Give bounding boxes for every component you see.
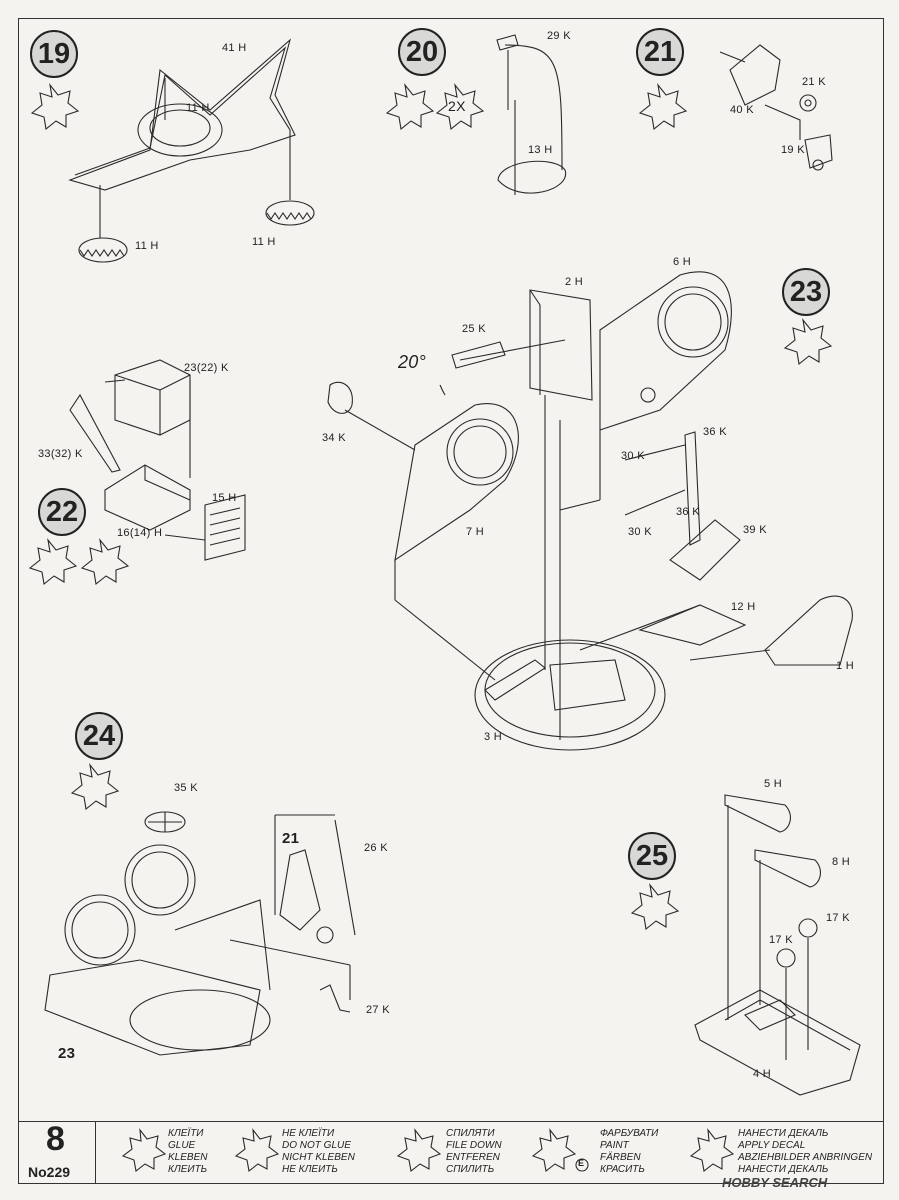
part-40k: 40 K xyxy=(730,104,754,116)
part-11h-right: 11 H xyxy=(252,236,276,248)
step-number-22: 22 xyxy=(38,488,86,536)
part-29k: 29 K xyxy=(547,30,571,42)
step22-box xyxy=(69,359,246,561)
part-27k: 27 K xyxy=(366,1004,390,1016)
page-number-box: 8 xyxy=(18,1120,96,1184)
part-16h: 16(14) H xyxy=(117,527,163,539)
ref-step-23-marker: 23 xyxy=(58,1045,76,1062)
part-36k-b: 36 K xyxy=(676,506,700,518)
part-3h: 3 H xyxy=(484,731,503,743)
glue-star-icons xyxy=(28,83,833,931)
kit-number: No229 xyxy=(28,1164,71,1180)
part-26k: 26 K xyxy=(364,842,388,854)
step-number-19: 19 xyxy=(30,30,78,78)
part-8h: 8 H xyxy=(832,856,851,868)
part-12h: 12 H xyxy=(731,601,756,613)
part-23k: 23(22) K xyxy=(184,362,229,374)
step19-star-frame xyxy=(68,38,315,263)
ref-step-21-marker: 21 xyxy=(282,830,300,847)
part-11h-top: 11 H xyxy=(186,102,210,114)
step24-assembly xyxy=(44,811,356,1056)
part-39k: 39 K xyxy=(743,524,767,536)
part-13h: 13 H xyxy=(528,144,553,156)
step23-main-assembly xyxy=(327,271,853,751)
part-41h: 41 H xyxy=(222,42,247,54)
step25-parts xyxy=(694,794,861,1096)
step20-parts xyxy=(496,34,567,195)
part-35k: 35 K xyxy=(174,782,198,794)
step-number-24: 24 xyxy=(75,712,123,760)
step21-parts xyxy=(719,44,833,171)
part-2h: 2 H xyxy=(565,276,584,288)
legend-icon-shapes xyxy=(121,1128,735,1172)
twox-marker: 2X xyxy=(448,98,466,114)
part-17k-b: 17 K xyxy=(769,934,793,946)
part-30k-b: 30 K xyxy=(628,526,652,538)
legend-bar xyxy=(18,1122,884,1184)
legend-paint-badge: E xyxy=(578,1158,585,1168)
step-number-25: 25 xyxy=(628,832,676,880)
part-36k-a: 36 K xyxy=(703,426,727,438)
part-7h: 7 H xyxy=(466,526,485,538)
step-number-20: 20 xyxy=(398,28,446,76)
part-1h: 1 H xyxy=(836,660,855,672)
part-17k-a: 17 K xyxy=(826,912,850,924)
part-11h-left: 11 H xyxy=(135,240,159,252)
part-30k-a: 30 K xyxy=(621,450,645,462)
page-frame xyxy=(18,18,884,1122)
part-34k: 34 K xyxy=(322,432,346,444)
watermark: HOBBY SEARCH xyxy=(722,1175,828,1190)
angle-label: 20° xyxy=(398,352,427,372)
part-5h: 5 H xyxy=(764,778,783,790)
part-21k: 21 K xyxy=(802,76,826,88)
step-number-21: 21 xyxy=(636,28,684,76)
part-19k: 19 K xyxy=(781,144,805,156)
page-number: 8 xyxy=(46,1120,65,1158)
step-number-23: 23 xyxy=(782,268,830,316)
part-4h: 4 H xyxy=(753,1068,772,1080)
part-25k: 25 K xyxy=(462,323,486,335)
part-15h: 15 H xyxy=(212,492,237,504)
part-33k: 33(32) K xyxy=(38,448,83,460)
part-6h: 6 H xyxy=(673,256,692,268)
